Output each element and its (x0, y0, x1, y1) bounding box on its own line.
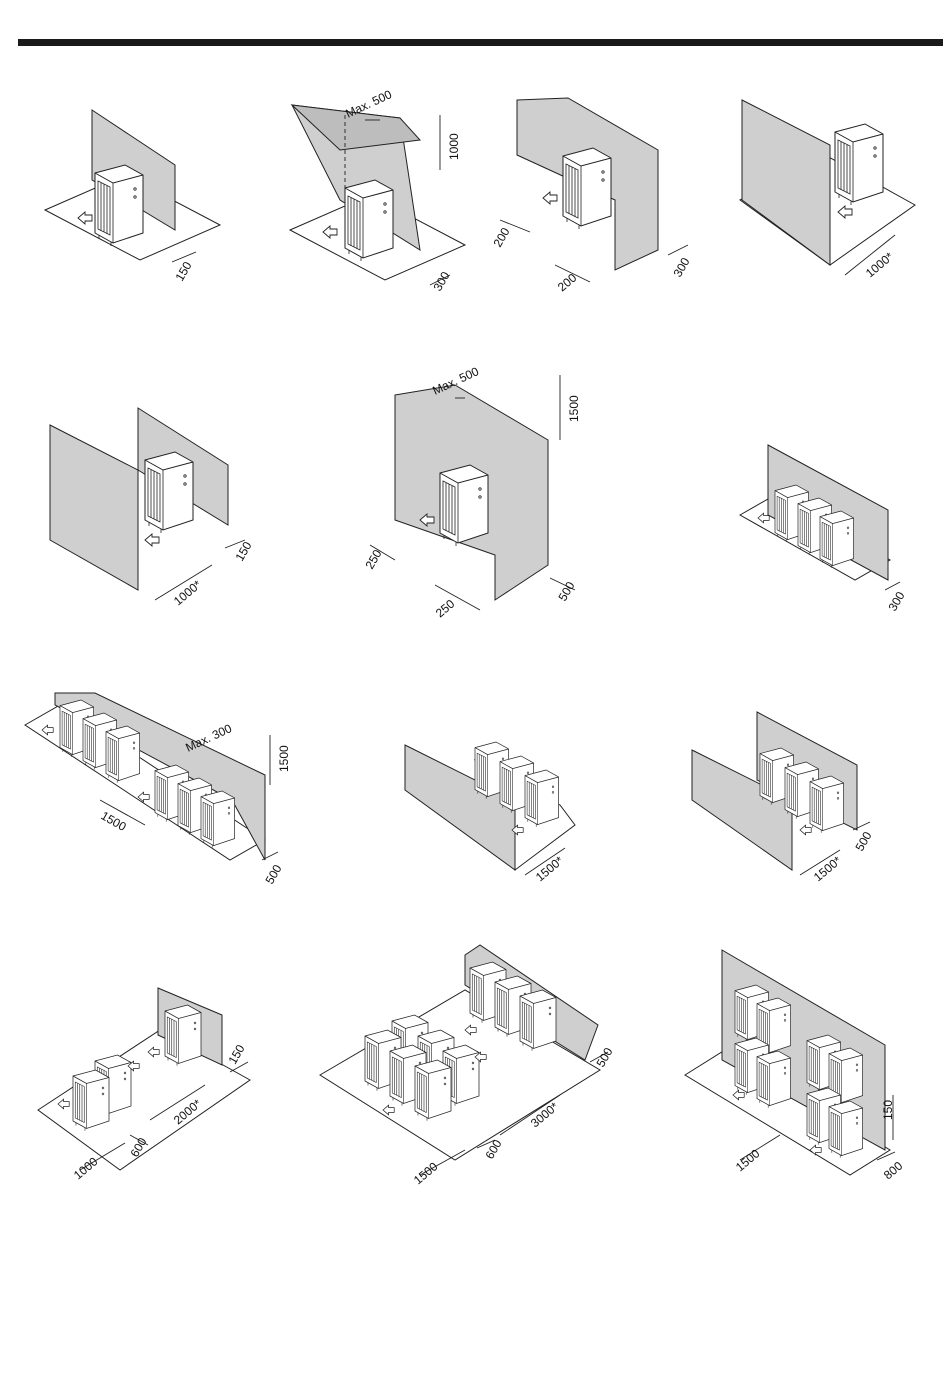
dimension-label: 250 (433, 596, 458, 620)
diagram-3: 200 200 300 (490, 98, 692, 294)
dimension-label: 200 (490, 225, 512, 250)
dimension-label: 600 (127, 1135, 149, 1160)
dimension-label: 300 (670, 255, 692, 280)
dimension-label: 800 (881, 1158, 906, 1182)
diagram-11: 150 2000* 600 1000 (38, 988, 250, 1182)
dimension-label: 1500 (277, 745, 291, 772)
dimension-label: 1000 (447, 133, 461, 160)
dimension-label: 150 (881, 1100, 895, 1120)
diagram-12: 500 3000* 600 1500 (320, 945, 616, 1187)
diagram-5: 1000* 150 (50, 408, 255, 608)
dimension-label: 300 (430, 269, 452, 294)
diagram-10: 1500* 500 (692, 712, 875, 884)
dimension-label: 150 (172, 259, 194, 284)
dimension-label: 500 (852, 829, 874, 854)
diagram-8: Max. 300 1500 1500 500 (25, 693, 291, 887)
dimension-label: 500 (593, 1045, 615, 1070)
diagram-1: 150 (45, 110, 220, 284)
dimension-label: 1500* (533, 853, 566, 884)
dimension-label: 250 (362, 547, 384, 572)
dimension-label: 1500 (99, 808, 129, 834)
dimension-label: 150 (232, 539, 254, 564)
dimension-label: 1000* (863, 249, 896, 280)
diagram-13: 150 1500 800 (685, 950, 906, 1182)
dimension-label: 1000* (171, 577, 204, 608)
dimension-label: 200 (555, 270, 580, 294)
dimension-label: 1500 (733, 1146, 763, 1174)
diagram-2: Max. 500 1000 300 (290, 87, 465, 293)
diagram-4: 1000* (740, 100, 915, 280)
dimension-label: 150 (225, 1042, 247, 1067)
dimension-label: 300 (885, 589, 907, 614)
diagram-7: 300 (740, 445, 908, 614)
dimension-label: 1500 (567, 395, 581, 422)
dimension-label: 1500 (411, 1159, 441, 1187)
diagram-6: Max. 500 1500 250 250 500 (362, 364, 581, 620)
dimension-label: 500 (262, 862, 284, 887)
dimension-label: 1000 (71, 1154, 101, 1182)
diagram-9: 1500* (405, 742, 575, 884)
